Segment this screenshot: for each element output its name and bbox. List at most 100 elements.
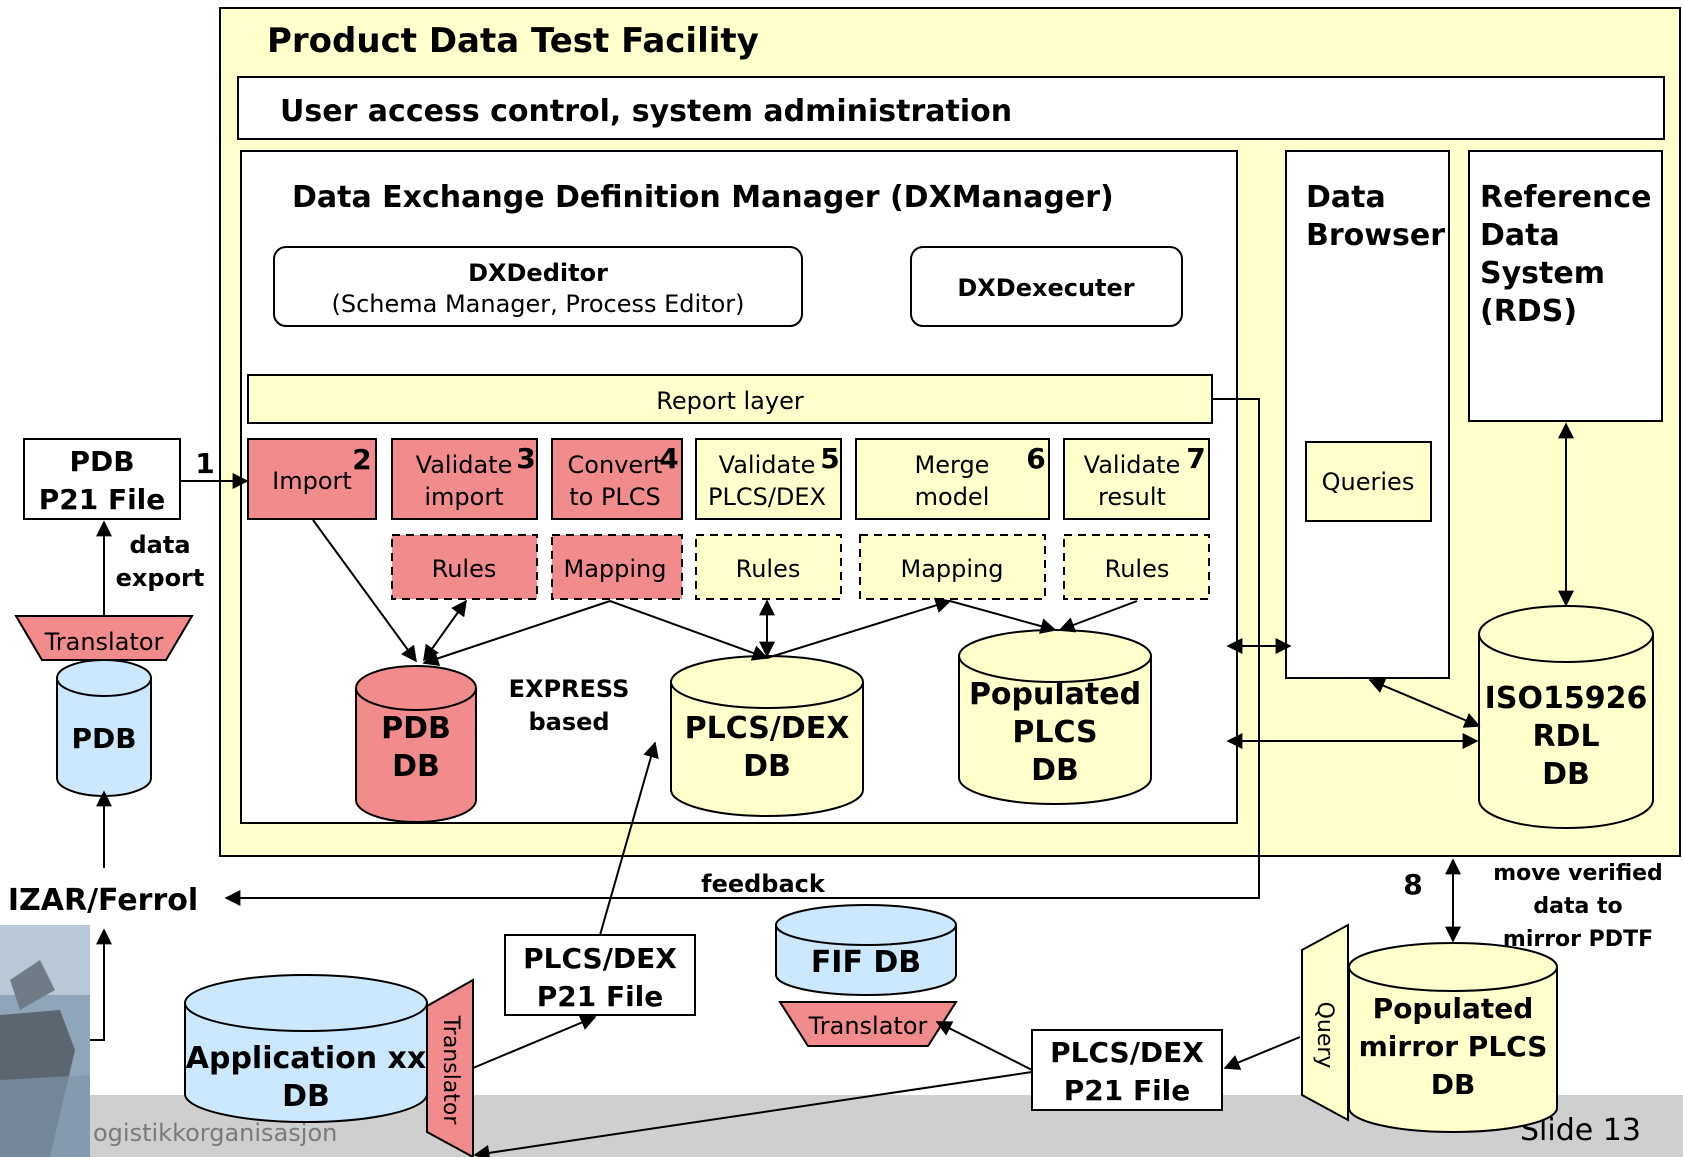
move-verified-line3: mirror PDTF [1503, 927, 1653, 952]
data-export-line1: data [129, 531, 190, 559]
svg-text:ISO15926: ISO15926 [1485, 681, 1648, 716]
query-trapezoid: Query [1301, 923, 1349, 1122]
step-number: 6 [1026, 442, 1045, 475]
rules-box-1: Rules [391, 534, 538, 600]
access-control-label: User access control, system administrati… [280, 94, 1012, 129]
plcs-dex-file-upper-box [504, 934, 696, 1016]
svg-text:DB: DB [282, 1079, 330, 1114]
step-validate-result: Validate result 7 [1063, 438, 1210, 520]
svg-text:Validate: Validate [416, 451, 513, 479]
pdb-file-line2: P21 File [39, 483, 166, 516]
svg-text:FIF DB: FIF DB [811, 945, 921, 980]
svg-text:DB: DB [392, 749, 440, 784]
plcs-file-lower-line1: PLCS/DEX [1050, 1036, 1204, 1069]
plcs-dex-db-cylinder: PLCS/DEX DB [670, 655, 864, 817]
step-number: 2 [352, 443, 371, 476]
step-number: 5 [820, 442, 839, 475]
plcs-file-upper-line2: P21 File [537, 980, 664, 1013]
populated-plcs-db-cylinder: Populated PLCS DB [958, 629, 1152, 805]
translator-top-left: Translator [14, 615, 194, 661]
dxdeditor-subtitle: (Schema Manager, Process Editor) [331, 290, 744, 318]
svg-text:RDL: RDL [1532, 719, 1599, 754]
dxdeditor-box [273, 246, 803, 327]
report-layer-label: Report layer [656, 387, 804, 415]
step-8-label: 8 [1403, 868, 1422, 901]
svg-text:Validate: Validate [1084, 451, 1181, 479]
rds-title-line4: (RDS) [1480, 294, 1577, 329]
svg-text:Rules: Rules [1105, 555, 1170, 583]
svg-text:DB: DB [1431, 1068, 1476, 1101]
svg-text:DB: DB [1031, 753, 1079, 788]
application-translator: Translator [426, 978, 474, 1157]
svg-text:DB: DB [1542, 757, 1590, 792]
pdb-cylinder-left: PDB [56, 659, 152, 797]
step-1-label: 1 [195, 447, 214, 480]
populated-mirror-db-cylinder: Populated mirror PLCS DB [1348, 942, 1558, 1133]
plcs-dex-file-lower-box [1031, 1029, 1223, 1111]
rds-title-line1: Reference [1480, 180, 1651, 215]
plcs-file-upper-line1: PLCS/DEX [523, 942, 677, 975]
pdb-p21-file-box [23, 438, 181, 520]
iso15926-rdl-db-cylinder: ISO15926 RDL DB [1478, 605, 1654, 829]
dxdexecuter-label: DXDexecuter [957, 274, 1134, 302]
step-number: 4 [659, 442, 678, 475]
svg-text:model: model [915, 483, 990, 511]
svg-text:Populated: Populated [969, 677, 1141, 712]
move-verified-line1: move verified [1493, 861, 1663, 886]
dxdexecuter-box [910, 246, 1183, 327]
svg-text:result: result [1098, 483, 1166, 511]
svg-text:Query: Query [1312, 1002, 1337, 1069]
step-merge-model: Merge model 6 [855, 438, 1050, 520]
svg-text:PLCS/DEX: PLCS/DEX [708, 483, 826, 511]
svg-text:PDB: PDB [381, 711, 451, 746]
report-layer-box [247, 374, 1213, 424]
svg-text:to PLCS: to PLCS [569, 483, 661, 511]
pdb-db-cylinder: PDB DB [355, 665, 477, 823]
feedback-label: feedback [701, 870, 826, 898]
data-browser-title-line1: Data [1306, 180, 1386, 215]
rds-title-line2: Data [1480, 218, 1560, 253]
queries-box [1305, 441, 1432, 522]
dxmanager-title: Data Exchange Definition Manager (DXMana… [292, 180, 1114, 215]
svg-text:Rules: Rules [736, 555, 801, 583]
rules-box-3: Rules [1063, 534, 1210, 600]
dxdeditor-title: DXDeditor [468, 259, 608, 287]
svg-text:mirror PLCS: mirror PLCS [1359, 1030, 1548, 1063]
pdb-file-line1: PDB [69, 445, 134, 478]
rules-box-2: Rules [695, 534, 842, 600]
footer-org-text: ogistikkorganisasjon [93, 1119, 337, 1147]
svg-text:Application xx: Application xx [186, 1041, 427, 1076]
svg-text:Translator: Translator [44, 628, 164, 656]
svg-text:Translator: Translator [438, 1015, 463, 1126]
data-export-line2: export [116, 564, 205, 592]
ship-photo [0, 925, 90, 1157]
svg-text:PLCS/DEX: PLCS/DEX [685, 711, 850, 746]
data-browser-box [1285, 150, 1450, 679]
mapping-box-2: Mapping [859, 534, 1046, 600]
svg-text:Mapping: Mapping [564, 555, 667, 583]
move-verified-line2: data to [1533, 894, 1622, 919]
application-db-cylinder: Application xx DB [184, 974, 428, 1123]
rds-box [1468, 150, 1663, 422]
svg-text:PDB: PDB [71, 722, 136, 755]
svg-text:Translator: Translator [808, 1012, 928, 1040]
access-control-box [237, 76, 1665, 140]
svg-text:Mapping: Mapping [901, 555, 1004, 583]
rds-title-line3: System [1480, 256, 1605, 291]
izar-ferrol-label: IZAR/Ferrol [8, 883, 198, 918]
svg-text:PLCS: PLCS [1012, 715, 1097, 750]
step-validate-import: Validate import 3 [391, 438, 538, 520]
svg-text:DB: DB [743, 749, 791, 784]
data-browser-title-line2: Browser [1306, 218, 1445, 253]
svg-text:Validate: Validate [719, 451, 816, 479]
step-convert: Convert to PLCS 4 [551, 438, 683, 520]
svg-text:Import: Import [272, 467, 352, 495]
express-label-line2: based [528, 708, 609, 736]
step-number: 7 [1186, 442, 1205, 475]
express-label-line1: EXPRESS [509, 675, 630, 703]
svg-text:Convert: Convert [568, 451, 663, 479]
svg-text:Rules: Rules [432, 555, 497, 583]
connectors [90, 398, 1574, 1157]
plcs-file-lower-line2: P21 File [1064, 1074, 1191, 1107]
queries-label: Queries [1322, 468, 1415, 496]
